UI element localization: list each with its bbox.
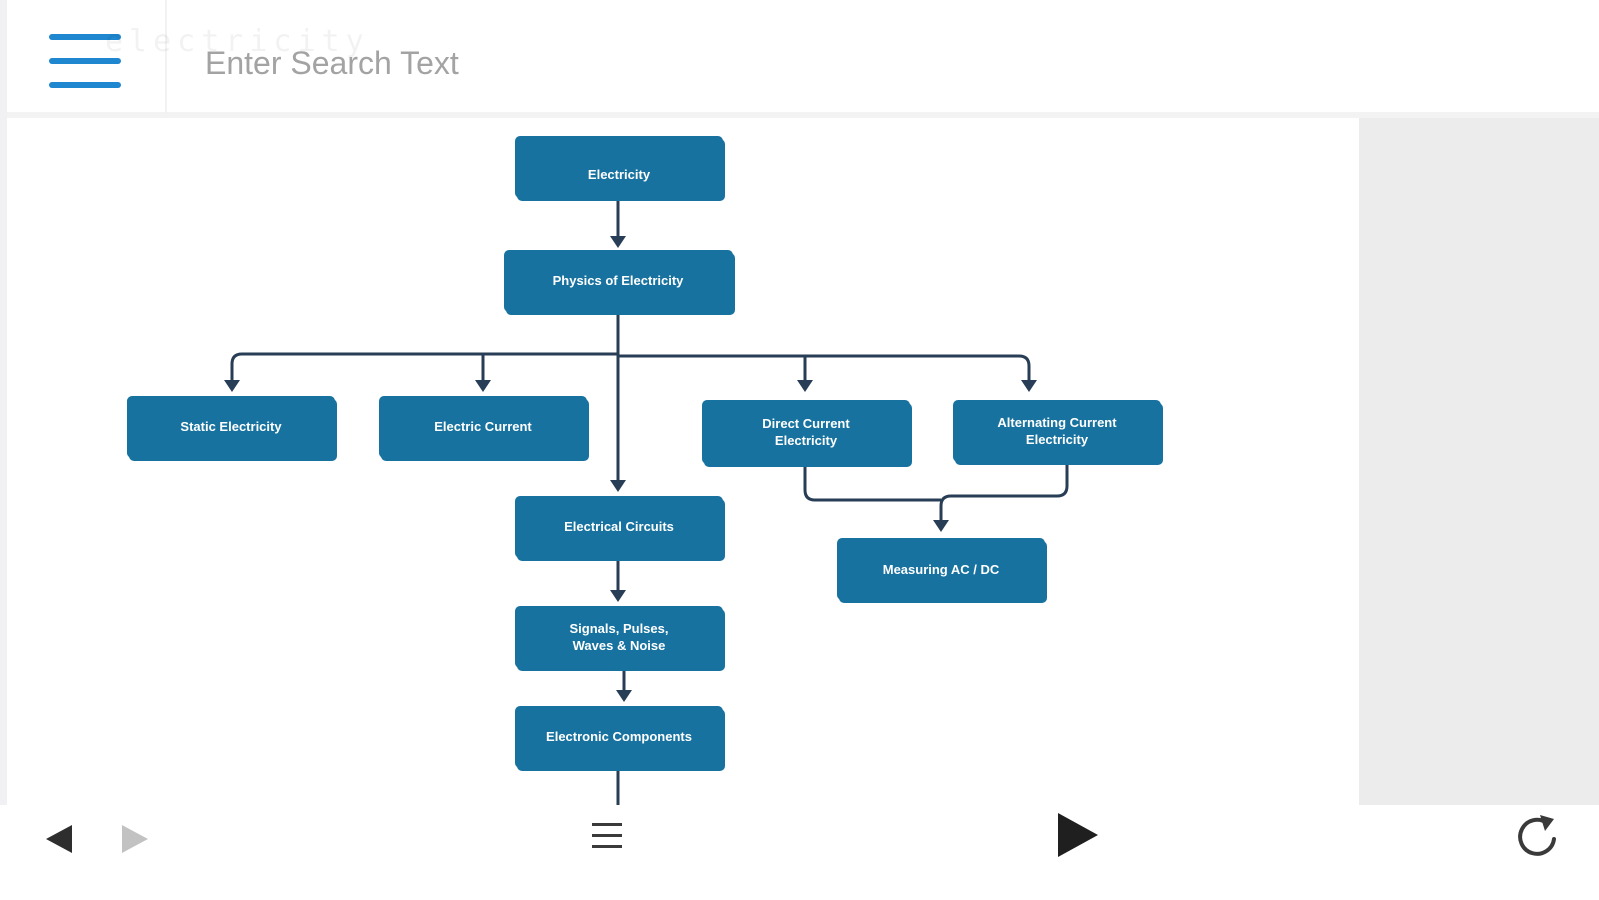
node-label: Electricity bbox=[588, 167, 651, 182]
node-label: Electricity bbox=[775, 433, 838, 448]
arrowhead bbox=[610, 480, 626, 492]
refresh-icon[interactable] bbox=[1513, 813, 1563, 863]
node-label: Measuring AC / DC bbox=[883, 562, 1000, 577]
node-label: Alternating Current bbox=[997, 415, 1117, 430]
search-input[interactable] bbox=[205, 38, 905, 88]
node-electronic-components[interactable]: Electronic Components bbox=[515, 706, 725, 771]
edge-physics-right-branch bbox=[618, 354, 1031, 380]
node-label: Signals, Pulses, bbox=[570, 621, 669, 636]
triangle-left-icon[interactable] bbox=[46, 825, 72, 853]
arrowhead bbox=[224, 380, 240, 392]
node-direct-current-electricity[interactable]: Direct Current Electricity bbox=[702, 400, 912, 467]
edge-ac-measuring bbox=[939, 464, 1069, 520]
node-label: Electrical Circuits bbox=[564, 519, 674, 534]
footer-controls bbox=[0, 805, 1599, 900]
edge-dc-measuring bbox=[803, 466, 941, 502]
node-physics-of-electricity[interactable]: Physics of Electricity bbox=[504, 250, 735, 315]
hamburger-icon bbox=[49, 34, 121, 90]
header-bar: electricity bbox=[7, 0, 1599, 118]
play-icon[interactable] bbox=[1058, 813, 1098, 857]
menu-button[interactable] bbox=[7, 0, 167, 118]
search-area: electricity bbox=[105, 0, 1167, 112]
node-label: Electric Current bbox=[434, 419, 532, 434]
diagram-nodes: Electricity Physics of Electricity Stati… bbox=[127, 136, 1163, 771]
right-side-panel bbox=[1359, 118, 1599, 805]
node-label: Waves & Noise bbox=[573, 638, 666, 653]
arrowhead bbox=[610, 590, 626, 602]
list-icon[interactable] bbox=[592, 821, 622, 851]
node-alternating-current-electricity[interactable]: Alternating Current Electricity bbox=[953, 400, 1163, 465]
concept-diagram: Electricity Physics of Electricity Stati… bbox=[127, 136, 1163, 805]
arrowhead bbox=[610, 236, 626, 248]
diagram-canvas: Electricity Physics of Electricity Stati… bbox=[7, 118, 1359, 805]
node-electricity[interactable]: Electricity bbox=[515, 136, 725, 201]
node-signals-pulses-waves-noise[interactable]: Signals, Pulses, Waves & Noise bbox=[515, 606, 725, 671]
node-static-electricity[interactable]: Static Electricity bbox=[127, 396, 337, 461]
node-label: Direct Current bbox=[762, 416, 850, 431]
node-measuring-ac-dc[interactable]: Measuring AC / DC bbox=[837, 538, 1047, 603]
arrowhead bbox=[933, 520, 949, 532]
node-label: Electricity bbox=[1026, 432, 1089, 447]
arrowhead bbox=[475, 380, 491, 392]
diagram-edges bbox=[224, 199, 1069, 805]
left-edge-strip bbox=[0, 0, 7, 805]
node-electrical-circuits[interactable]: Electrical Circuits bbox=[515, 496, 725, 561]
node-label: Static Electricity bbox=[180, 419, 282, 434]
node-label: Electronic Components bbox=[546, 729, 692, 744]
node-electric-current[interactable]: Electric Current bbox=[379, 396, 589, 461]
arrowhead bbox=[616, 690, 632, 702]
triangle-right-icon[interactable] bbox=[122, 825, 148, 853]
arrowhead bbox=[797, 380, 813, 392]
node-label: Physics of Electricity bbox=[553, 273, 685, 288]
edge-physics-left-branch bbox=[230, 352, 618, 380]
arrowhead bbox=[1021, 380, 1037, 392]
